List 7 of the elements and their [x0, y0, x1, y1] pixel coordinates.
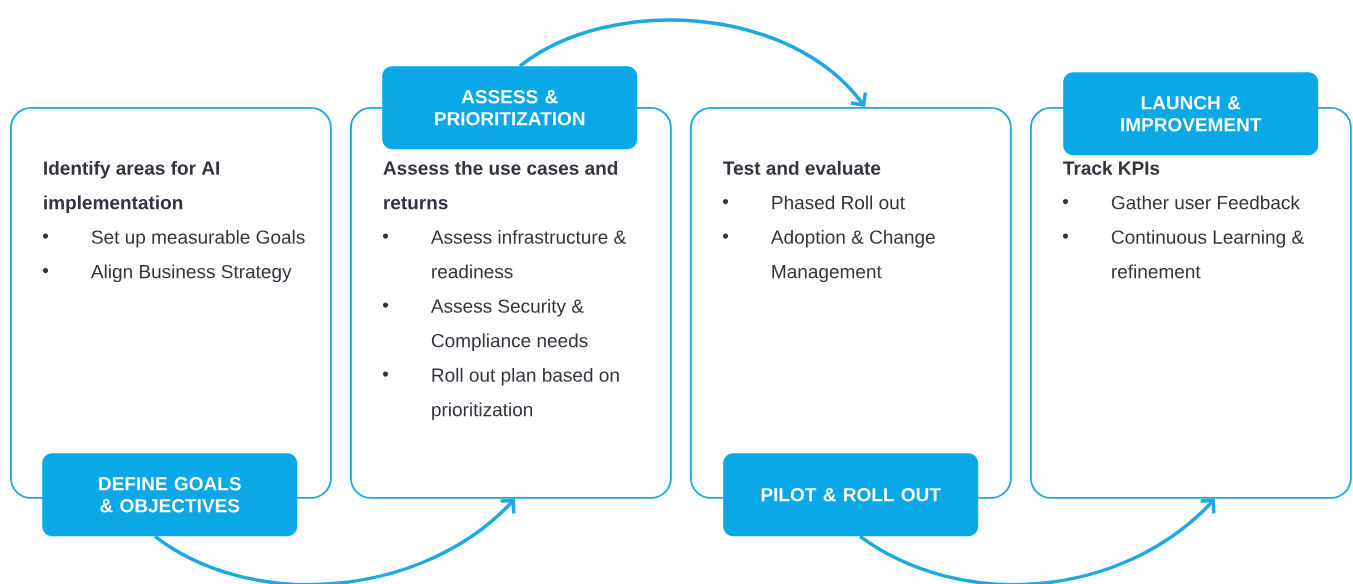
stage-tab: PILOT & ROLL OUT [723, 453, 979, 537]
arrow [519, 18, 868, 107]
arrow [859, 498, 1216, 584]
stage-tab: LAUNCH & IMPROVEMENT [1063, 72, 1319, 156]
stage-tab: DEFINE GOALS & OBJECTIVES [42, 453, 298, 537]
stage-tab: ASSESS & PRIORITIZATION [382, 66, 638, 150]
arrow [154, 498, 516, 584]
